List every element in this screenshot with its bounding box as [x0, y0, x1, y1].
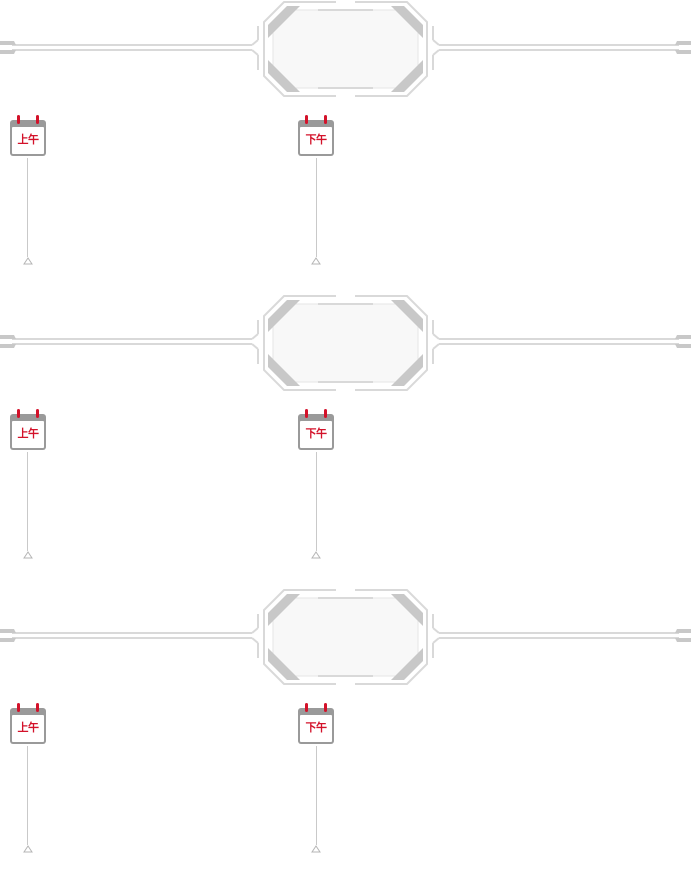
afternoon-calendar-icon: 下午: [297, 702, 335, 746]
morning-arrow-icon: [23, 257, 33, 265]
morning-calendar-icon: 上午: [9, 702, 47, 746]
afternoon-timeline-line: [316, 158, 317, 257]
morning-arrow-icon: [23, 551, 33, 559]
afternoon-timeline-line: [316, 746, 317, 845]
morning-label: 上午: [17, 133, 40, 146]
morning-timeline-line: [27, 746, 28, 845]
morning-label: 上午: [17, 721, 40, 734]
afternoon-label: 下午: [305, 427, 328, 440]
afternoon-arrow-icon: [311, 551, 321, 559]
title-banner: [0, 0, 691, 100]
morning-timeline-line: [27, 158, 28, 257]
title-banner: [0, 588, 691, 688]
morning-timeline-line: [27, 452, 28, 551]
afternoon-arrow-icon: [311, 845, 321, 853]
day-section: 上午 下午: [0, 0, 691, 294]
afternoon-calendar-icon: 下午: [297, 114, 335, 158]
afternoon-arrow-icon: [311, 257, 321, 265]
day-section: 上午 下午: [0, 294, 691, 588]
morning-label: 上午: [17, 427, 40, 440]
morning-calendar-icon: 上午: [9, 114, 47, 158]
afternoon-calendar-icon: 下午: [297, 408, 335, 452]
morning-calendar-icon: 上午: [9, 408, 47, 452]
afternoon-timeline-line: [316, 452, 317, 551]
day-section: 上午 下午: [0, 588, 691, 882]
afternoon-label: 下午: [305, 721, 328, 734]
morning-arrow-icon: [23, 845, 33, 853]
afternoon-label: 下午: [305, 133, 328, 146]
title-banner: [0, 294, 691, 394]
